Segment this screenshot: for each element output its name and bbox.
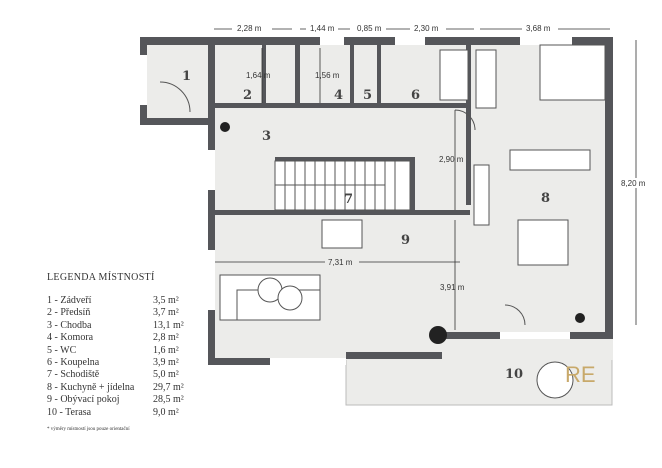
legend-row: 6 - Koupelna 3,9 m²: [47, 357, 184, 369]
legend-note: * výměry místností jsou pouze orientační: [47, 427, 130, 433]
room-area: 1,6 m²: [153, 344, 179, 356]
room-name: 1 - Zádveří: [47, 295, 92, 306]
room-area: 3,5 m²: [153, 295, 179, 306]
svg-text:8,20 m: 8,20 m: [621, 179, 646, 188]
svg-text:1: 1: [182, 69, 191, 84]
svg-text:7,31 m: 7,31 m: [328, 258, 353, 267]
svg-text:3: 3: [262, 129, 271, 144]
furniture: [159, 44, 606, 399]
room-name: 8 - Kuchyně + jídelna: [47, 381, 135, 393]
plants: [220, 122, 585, 344]
legend-row: 4 - Komora 2,8 m²: [47, 332, 184, 344]
svg-text:8: 8: [541, 191, 550, 206]
stairs: [274, 160, 411, 211]
svg-text:2: 2: [243, 88, 252, 103]
room-numbers: 1 2 3 4 5 6 7 8 9 10: [182, 69, 550, 382]
legend-row: 2 - Předsíň 3,7 m²: [47, 307, 184, 319]
room-name: 7 - Schodiště: [47, 369, 100, 381]
svg-text:3,68 m: 3,68 m: [526, 24, 551, 33]
room-area: 5,0 m²: [153, 369, 179, 381]
legend-title: LEGENDA MÍSTNOSTÍ: [47, 272, 155, 283]
legend-row: 8 - Kuchyně + jídelna 29,7 m²: [47, 382, 184, 394]
svg-text:1,64 m: 1,64 m: [246, 71, 271, 80]
legend-row: 1 - Zádveří 3,5 m²: [47, 295, 184, 307]
svg-text:9: 9: [401, 233, 410, 248]
svg-text:7: 7: [344, 192, 353, 207]
room-name: 6 - Koupelna: [47, 357, 100, 369]
room-area: 13,1 m²: [153, 319, 184, 331]
svg-text:2,90 m: 2,90 m: [439, 155, 464, 164]
logo: RE: [565, 362, 596, 387]
room-area: 29,7 m²: [153, 381, 184, 393]
room-name: 9 - Obývací pokoj: [47, 394, 120, 406]
windows: [140, 37, 572, 365]
svg-text:2,30 m: 2,30 m: [414, 24, 439, 33]
svg-text:3,91 m: 3,91 m: [440, 283, 465, 292]
room-name: 3 - Chodba: [47, 319, 92, 331]
outside-area: [140, 120, 208, 365]
room-area: 9,0 m²: [153, 406, 179, 418]
room-area: 3,9 m²: [153, 357, 179, 369]
room-name: 5 - WC: [47, 344, 77, 356]
svg-text:1,44 m: 1,44 m: [310, 24, 335, 33]
dimension-labels: 2,28 m 1,44 m 0,85 m 2,30 m 3,68 m 1,64 …: [232, 23, 654, 292]
room-area: 3,7 m²: [153, 307, 179, 319]
svg-text:4: 4: [334, 88, 343, 103]
legend-row: 5 - WC 1,6 m²: [47, 345, 184, 357]
room-area: 28,5 m²: [153, 394, 184, 406]
svg-text:1,56 m: 1,56 m: [315, 71, 340, 80]
room-legend: LEGENDA MÍSTNOSTÍ 1 - Zádveří 3,5 m² 2 - …: [47, 272, 184, 432]
svg-text:2,28 m: 2,28 m: [237, 24, 262, 33]
svg-text:6: 6: [411, 88, 420, 103]
legend-row: 7 - Schodiště 5,0 m²: [47, 369, 184, 381]
walls: [140, 37, 613, 365]
svg-text:10: 10: [505, 367, 523, 382]
legend-row: 10 - Terasa 9,0 m²: [47, 407, 184, 419]
legend-row: 9 - Obývací pokoj 28,5 m²: [47, 394, 184, 406]
legend-row: 3 - Chodba 13,1 m²: [47, 320, 184, 332]
room-area: 2,8 m²: [153, 332, 179, 344]
svg-text:5: 5: [363, 88, 372, 103]
svg-text:0,85 m: 0,85 m: [357, 24, 382, 33]
room-name: 4 - Komora: [47, 332, 94, 344]
room-name: 10 - Terasa: [47, 406, 92, 418]
room-name: 2 - Předsíň: [47, 307, 91, 319]
